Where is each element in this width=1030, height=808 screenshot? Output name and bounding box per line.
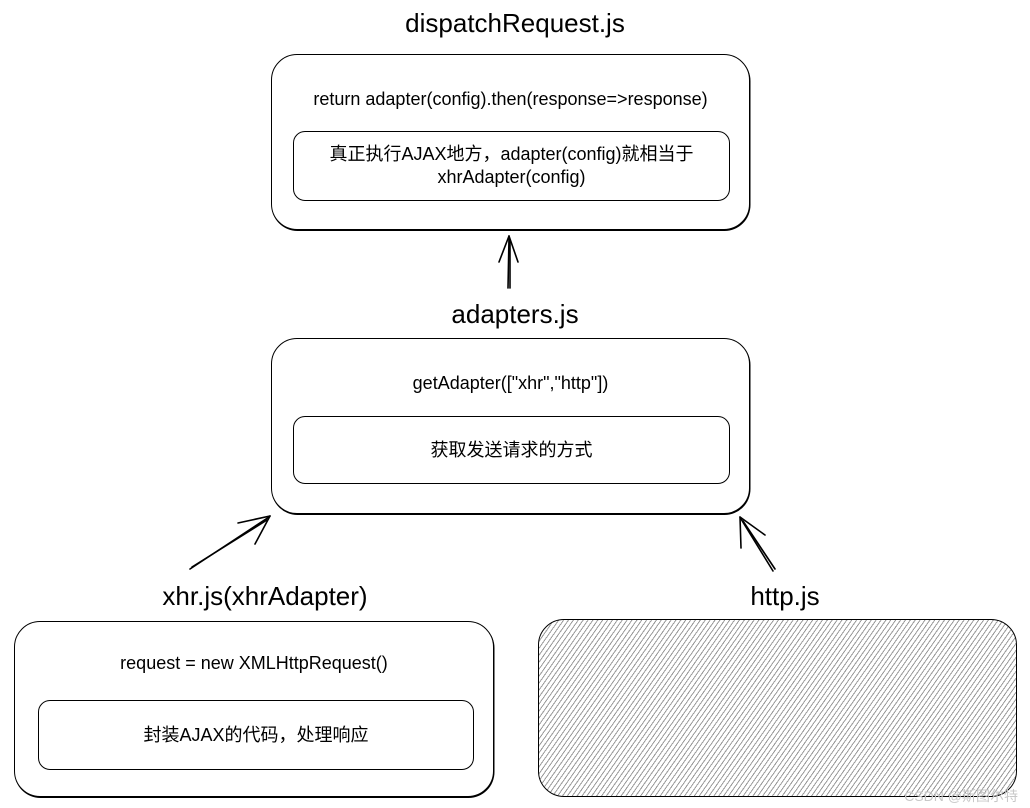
arrow-xhr-to-adapters	[189, 515, 271, 570]
adapters-code: getAdapter(["xhr","http"])	[412, 373, 609, 393]
dispatch-note-line1: 真正执行AJAX地方，adapter(config)就相当于	[329, 144, 694, 164]
dispatch-note-line2: xhrAdapter(config)	[437, 167, 586, 187]
arrow-http-to-adapters	[739, 516, 776, 572]
xhr-note-box: 封装AJAX的代码，处理响应	[38, 700, 474, 770]
xhr-note: 封装AJAX的代码，处理响应	[143, 724, 369, 745]
http-box	[538, 619, 1017, 797]
xhr-title: xhr.js(xhrAdapter)	[162, 581, 368, 611]
dispatch-title: dispatchRequest.js	[405, 8, 625, 38]
adapters-note: 获取发送请求的方式	[430, 439, 593, 460]
adapters-box: getAdapter(["xhr","http"]) 获取发送请求的方式	[271, 338, 750, 514]
xhr-box: request = new XMLHttpRequest() 封装AJAX的代码…	[14, 621, 494, 797]
watermark: CSDN @斯图尔特	[904, 788, 1018, 804]
dispatch-note-box: 真正执行AJAX地方，adapter(config)就相当于 xhrAdapte…	[293, 131, 730, 201]
adapters-title: adapters.js	[451, 299, 579, 329]
dispatch-code: return adapter(config).then(response=>re…	[313, 89, 708, 109]
dispatch-box: return adapter(config).then(response=>re…	[271, 54, 750, 230]
xhr-code: request = new XMLHttpRequest()	[120, 653, 388, 673]
http-title: http.js	[750, 581, 820, 611]
arrow-adapters-to-dispatch	[498, 235, 519, 289]
adapters-note-box: 获取发送请求的方式	[293, 416, 730, 484]
